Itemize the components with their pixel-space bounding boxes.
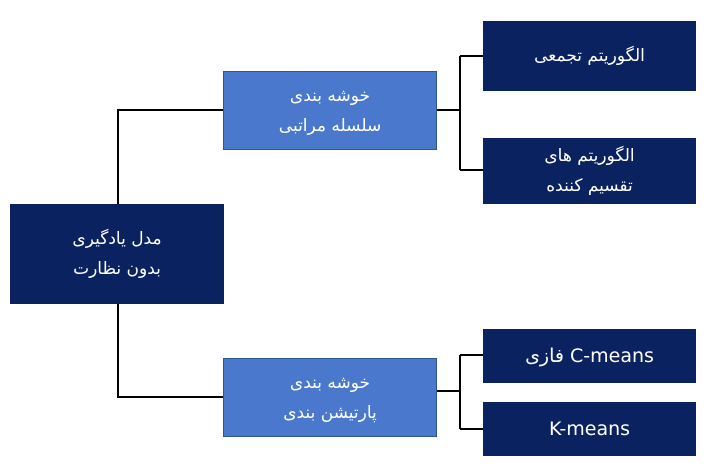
kmeans-line-1: K-means xyxy=(548,418,631,440)
kmeans-box: K-means xyxy=(483,402,696,456)
divisive-line-1: الگوریتم های xyxy=(544,146,635,166)
divisive-line-2: تقسیم کننده xyxy=(546,176,633,196)
root-node-line-1: مدل یادگیری xyxy=(72,229,162,249)
divisive-algorithm-box: الگوریتم های تقسیم کننده xyxy=(483,138,696,204)
hierarchical-clustering-box: خوشه بندی سلسله مراتبی xyxy=(223,71,437,150)
root-node-line-2: بدون نظارت xyxy=(73,259,161,279)
agglomerative-algorithm-box: الگوریتم تجمعی xyxy=(483,21,696,91)
kmeans-label: K-means xyxy=(549,414,630,444)
fuzzy-cmeans-box: C-means فازی xyxy=(483,329,696,383)
root-node-box: مدل یادگیری بدون نظارت xyxy=(10,204,224,304)
divisive-algorithm-label: الگوریتم های تقسیم کننده xyxy=(544,141,634,201)
hierarchical-clustering-label: خوشه بندی سلسله مراتبی xyxy=(279,81,381,141)
agglomerative-algorithm-label: الگوریتم تجمعی xyxy=(534,41,645,71)
root-node-label: مدل یادگیری بدون نظارت xyxy=(72,224,161,284)
fuzzy-cmeans-line-1: C-means فازی xyxy=(525,345,654,367)
agglomerative-line-1: الگوریتم تجمعی xyxy=(534,46,645,66)
fuzzy-cmeans-label: C-means فازی xyxy=(525,341,654,371)
connector-root-hierarchical xyxy=(117,109,223,204)
partitional-clustering-box: خوشه بندی پارتیشن بندی xyxy=(223,358,437,437)
hierarchical-line-2: سلسله مراتبی xyxy=(278,115,382,136)
partitional-line-2: پارتیشن بندی xyxy=(283,402,377,423)
partitional-line-1: خوشه بندی xyxy=(289,372,371,393)
connector-root-partitional xyxy=(117,304,223,398)
hierarchical-line-1: خوشه بندی xyxy=(289,85,371,106)
partitional-clustering-label: خوشه بندی پارتیشن بندی xyxy=(283,368,377,428)
